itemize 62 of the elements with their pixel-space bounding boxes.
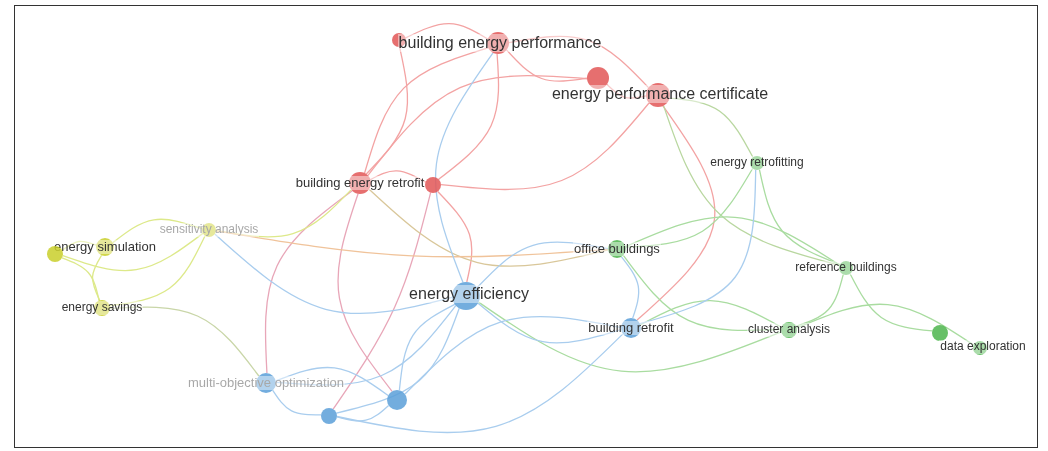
link-line (337, 193, 393, 392)
link-line (214, 233, 453, 315)
keyword-label: office buildings (573, 241, 661, 257)
link-line (639, 169, 757, 325)
link-line (368, 188, 609, 267)
link-line (332, 192, 432, 410)
keyword-label: energy retrofitting (709, 156, 805, 170)
link-line (437, 53, 500, 180)
keyword-label: energy savings (60, 301, 144, 315)
link-line (440, 102, 650, 191)
link-line (62, 232, 204, 272)
link-line (796, 303, 975, 346)
link-line (61, 240, 97, 251)
link-line (404, 315, 622, 395)
link-line (758, 168, 841, 266)
keyword-circle (932, 325, 948, 341)
link-line (336, 404, 390, 422)
link-line (434, 52, 494, 283)
keyword-label: energy simulation (53, 239, 157, 255)
keyword-circle (321, 408, 337, 424)
link-line (795, 273, 844, 327)
link-line (215, 230, 609, 258)
link-line (849, 273, 933, 332)
link-line (264, 190, 353, 374)
keyword-label: energy performance certificate (550, 85, 770, 103)
link-line (508, 35, 650, 89)
keyword-label: building energy retrofit (294, 175, 426, 191)
link-line (215, 189, 352, 238)
link-line (335, 307, 460, 414)
link-line (477, 301, 782, 373)
link-line (405, 23, 489, 40)
link-line (275, 304, 457, 386)
keyword-label: energy efficiency (408, 285, 530, 303)
link-line (398, 303, 456, 391)
link-line (639, 299, 783, 328)
keyword-label: building retrofit (587, 320, 675, 336)
keyword-circle (587, 67, 609, 89)
link-line (369, 170, 427, 183)
link-line (336, 333, 624, 434)
keyword-label: data exploration (939, 340, 1027, 354)
keyword-node (408, 280, 530, 308)
link-line (367, 75, 588, 177)
link-line (61, 257, 100, 302)
link-line (365, 46, 409, 175)
keyword-circle (387, 390, 407, 410)
link-line (91, 254, 103, 301)
keyword-label: reference buildings (794, 261, 898, 275)
link-line (275, 366, 389, 397)
link-line (620, 256, 640, 319)
link-line (622, 254, 782, 332)
link-line (636, 105, 716, 321)
link-line (625, 167, 754, 248)
link-line (363, 47, 489, 174)
link-line (476, 241, 609, 289)
link-line (437, 190, 473, 283)
link-line (272, 389, 322, 416)
keyword-label: cluster analysis (747, 323, 831, 337)
link-line (477, 302, 622, 344)
keyword-circle (425, 177, 441, 193)
link-line (625, 216, 841, 266)
link-line (109, 306, 260, 377)
keyword-label: building energy performance (397, 34, 603, 52)
